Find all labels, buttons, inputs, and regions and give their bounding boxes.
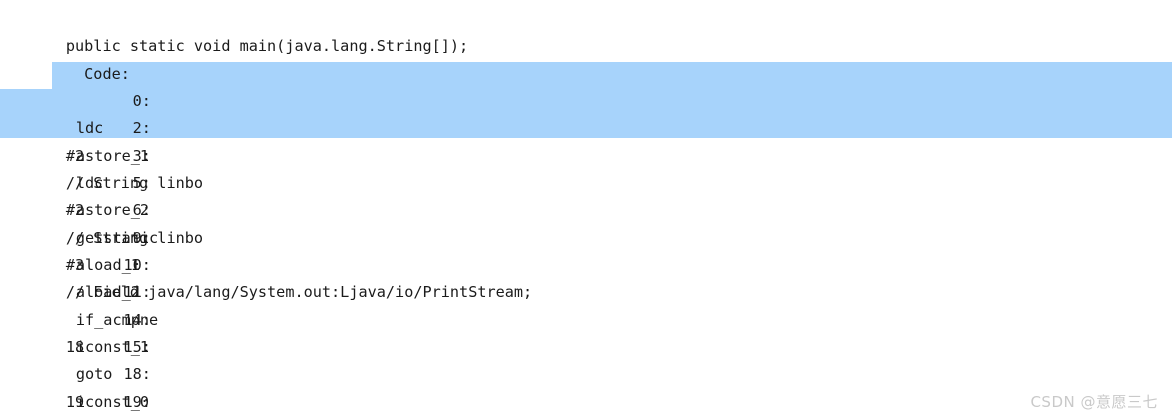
instruction-operand: #3 — [65, 256, 85, 275]
instruction-row[interactable]: 22: return — [0, 389, 532, 416]
code-lines-container: public static void main(java.lang.String… — [0, 0, 532, 416]
instruction-row[interactable]: 6: getstatic #3 // Field java/lang/Syste… — [0, 170, 532, 301]
selection-highlight-remaining-lines — [0, 89, 1172, 138]
instruction-row[interactable]: 10: aload_2 — [0, 225, 532, 301]
instruction-offset: 5: — [132, 174, 151, 193]
instruction-mnemonic: aload_1 — [75, 256, 140, 275]
instruction-row[interactable]: 14: iconst_1 — [0, 279, 532, 356]
instruction-comment: // String linbo — [65, 228, 204, 247]
instruction-offset: 10: — [123, 256, 151, 275]
instruction-mnemonic: astore_2 — [75, 201, 150, 220]
instruction-offset: 19: — [123, 392, 151, 411]
instruction-offset: 6: — [132, 201, 151, 220]
csdn-watermark: CSDN @意愿三七 — [1030, 393, 1158, 411]
instruction-offset: 2: — [132, 119, 151, 138]
instruction-operand: #2 — [65, 201, 85, 220]
instruction-row[interactable]: 5: astore_2 — [0, 143, 532, 219]
instruction-row[interactable]: 3: ldc #2 // String linbo — [0, 115, 532, 247]
method-signature-line[interactable]: public static void main(java.lang.String… — [0, 6, 532, 55]
instruction-offset: 0: — [132, 92, 151, 111]
selection-highlight-first-line — [52, 62, 1172, 89]
instruction-mnemonic: aload_2 — [75, 283, 140, 302]
instruction-offset: 9: — [132, 228, 151, 247]
instruction-row[interactable]: 0: ldc #2 // String linbo — [0, 61, 532, 192]
instruction-row[interactable]: 15: goto 19 — [0, 307, 532, 411]
instruction-mnemonic: ldc — [75, 119, 104, 138]
instruction-mnemonic: getstatic — [75, 228, 159, 247]
instruction-mnemonic: astore_1 — [75, 146, 150, 165]
instruction-offset: 15: — [123, 338, 151, 357]
instruction-row[interactable]: 19: invokevirtual #4 // Method java/io/P… — [0, 361, 532, 411]
instruction-comment: // Field java/lang/System.out:Ljava/io/P… — [65, 283, 533, 302]
instruction-offset: 11: — [123, 283, 151, 302]
code-section-label: Code: — [65, 64, 130, 83]
instruction-comment: // String linbo — [65, 174, 204, 193]
code-section-label-line[interactable]: Code: — [0, 33, 532, 83]
instruction-offset: 14: — [123, 310, 151, 329]
instruction-row[interactable]: 9: aload_1 — [0, 197, 532, 274]
instruction-operand: 19 — [65, 392, 85, 411]
instruction-mnemonic: if_acmpne — [75, 310, 159, 329]
instruction-operand: 18 — [65, 338, 85, 357]
instruction-mnemonic: iconst_0 — [75, 392, 150, 411]
instruction-row[interactable]: 18: iconst_0 — [0, 334, 532, 410]
instruction-offset: 3: — [132, 146, 151, 165]
instruction-row[interactable]: 11: if_acmpne 18 — [0, 252, 532, 356]
instruction-mnemonic: goto — [75, 365, 113, 384]
instruction-mnemonic: ldc — [75, 174, 104, 193]
instruction-mnemonic: iconst_1 — [75, 338, 150, 357]
instruction-row[interactable]: 2: astore_1 — [0, 88, 532, 164]
instruction-operand: #2 — [65, 146, 85, 165]
method-signature-text: public static void main(java.lang.String… — [65, 37, 469, 56]
instruction-offset: 18: — [123, 365, 151, 384]
